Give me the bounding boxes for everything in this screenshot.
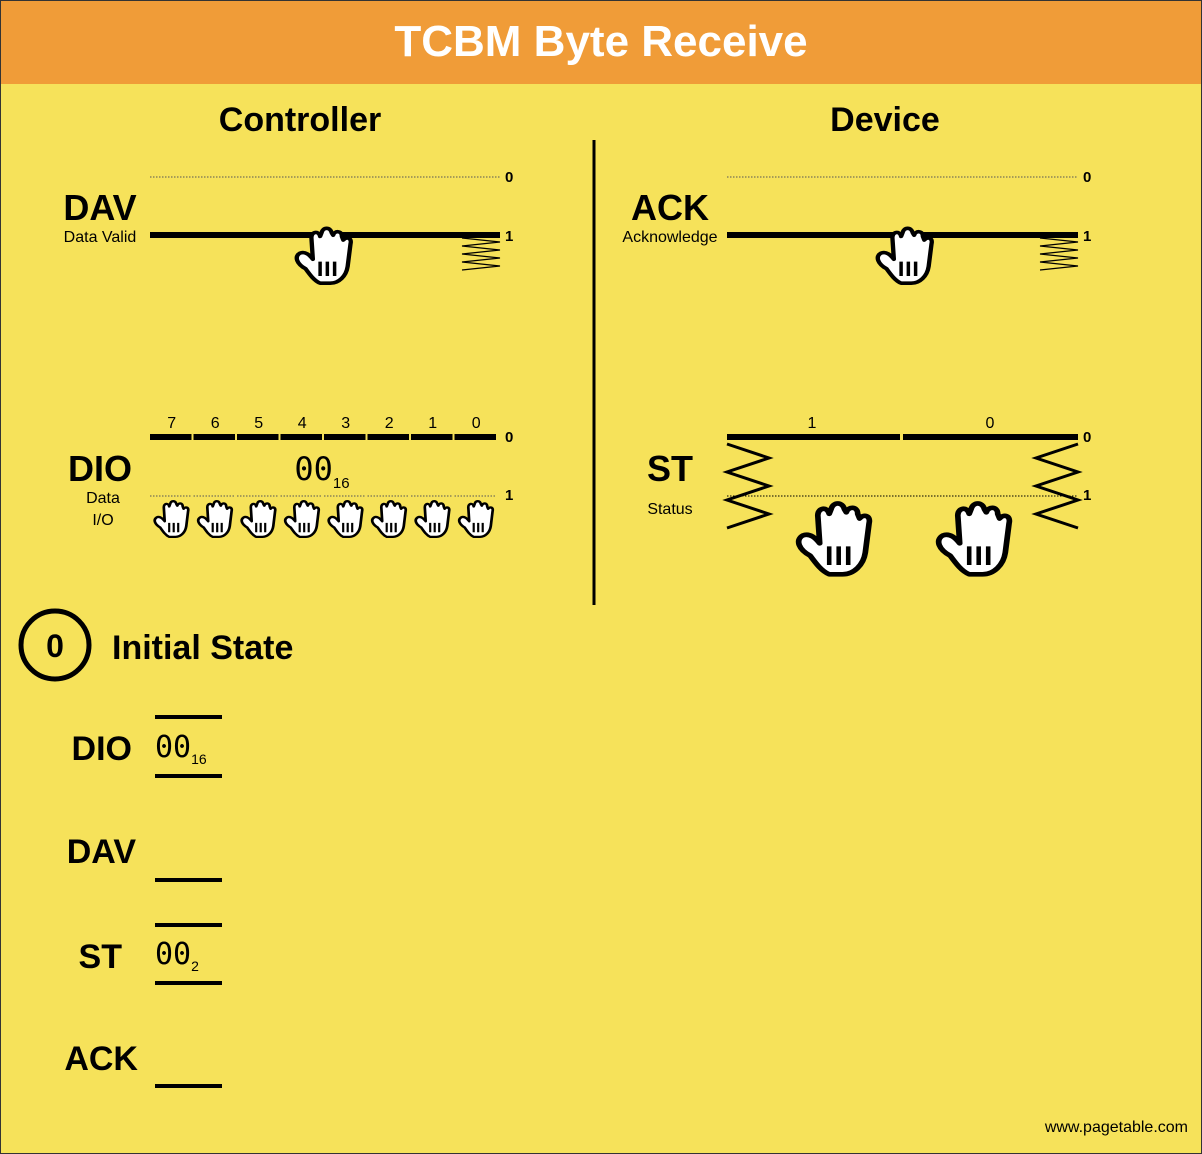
hand-icon[interactable] [196,499,234,539]
dio-bit-label: 7 [167,415,176,432]
dio-bit-label: 4 [298,415,307,432]
dio-bit-label: 6 [211,415,220,432]
device-heading: Device [830,101,940,139]
ack-level0-label: 0 [1083,169,1091,186]
state-row-value: 002 [155,937,199,974]
dio-bit-label: 2 [385,415,394,432]
st-level0-label: 0 [1083,429,1091,446]
state-row-ack: ACK [64,1040,222,1088]
dio-description-line2: I/O [92,512,113,529]
hand-icon[interactable] [939,503,1010,574]
spring-icon [461,237,501,271]
dio-level1-label: 1 [505,487,513,504]
dio-label: DIO [68,448,132,489]
dav-label: DAV [63,187,136,228]
dav-level0-label: 0 [505,169,513,186]
controller-heading: Controller [219,101,381,139]
st-bit-label: 0 [986,415,995,432]
dav-signal: DAV Data Valid 0 1 [63,169,513,283]
hand-icon[interactable] [799,503,870,574]
hand-icon[interactable] [370,499,408,539]
dio-bit-label: 0 [472,415,481,432]
state-number: 0 [46,628,64,664]
spring-icon [725,442,771,530]
state-row-label: DAV [67,833,137,871]
dio-bit-label: 3 [341,415,350,432]
state-number-circle [18,608,92,682]
page-title: TCBM Byte Receive [0,0,1202,84]
spring-icon [1039,237,1079,271]
footer-url[interactable]: www.pagetable.com [1044,1119,1188,1136]
hand-icon[interactable] [153,499,190,539]
state-row-label: DIO [72,730,132,768]
st-label: ST [647,448,693,489]
dio-description-line1: Data [86,490,120,507]
spring-icon [1034,442,1080,530]
hand-icon[interactable] [457,499,495,539]
hand-icon[interactable] [327,499,364,539]
hand-icon[interactable] [414,499,451,539]
ack-description: Acknowledge [622,229,717,246]
dio-level0-label: 0 [505,429,513,446]
state-row-dav: DAV [67,833,222,882]
dav-description: Data Valid [64,229,137,246]
st-bit-label: 1 [808,415,817,432]
ack-level1-label: 1 [1083,228,1091,245]
dio-bit-label: 1 [428,415,437,432]
dio-signal: DIO Data I/O 0 1 0016 7 6 5 4 3 2 1 0 [68,415,513,539]
ack-signal: ACK Acknowledge 0 1 [622,169,1091,283]
state-row-st: ST 002 [79,923,222,985]
state-row-label: ST [79,938,123,976]
dio-value: 0016 [294,450,349,492]
st-signal: ST Status 1 0 0 1 [647,415,1091,574]
state-row-value: 0016 [155,730,207,767]
dio-bit-label: 5 [254,415,263,432]
ack-label: ACK [631,187,709,228]
st-description: Status [647,501,692,518]
hand-icon[interactable] [283,499,321,539]
state-row-label: ACK [64,1040,138,1078]
state-title: Initial State [112,629,293,667]
hand-icon[interactable] [240,499,277,539]
state-row-dio: DIO 0016 [72,715,222,778]
st-level1-label: 1 [1083,487,1091,504]
dav-level1-label: 1 [505,228,513,245]
